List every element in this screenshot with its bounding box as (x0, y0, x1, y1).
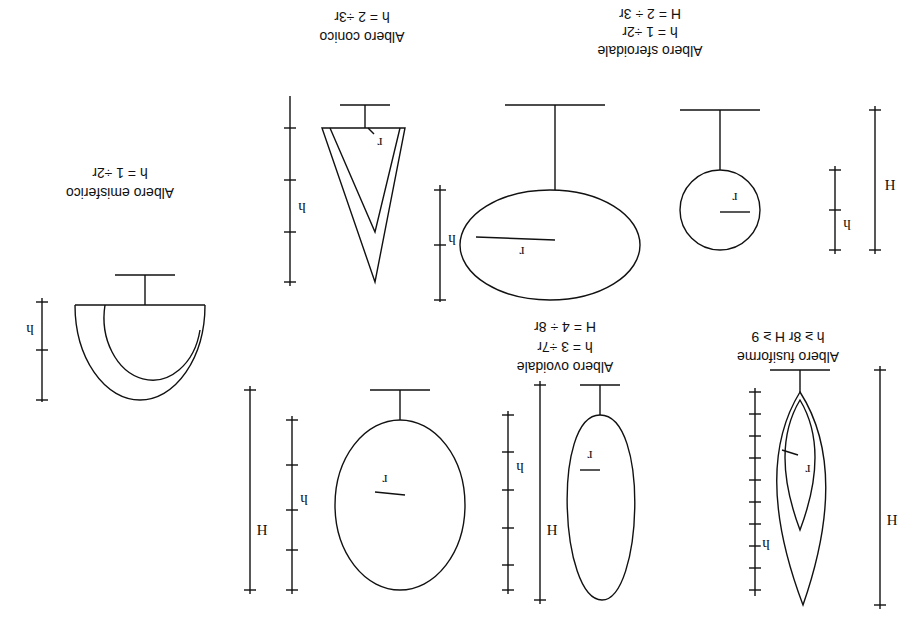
ratio-formula: h = 1 ÷2r (622, 23, 678, 38)
hemisphere-crown (36, 275, 205, 402)
dimension-label: H (886, 512, 899, 529)
ratio-formula: H = 4 ÷ 8r (534, 318, 596, 333)
fusiform-crown (749, 366, 886, 609)
type-caption: Albero emisferico (66, 184, 174, 199)
radius-label: r (587, 448, 594, 465)
radius-label: r (732, 190, 739, 207)
radius-label: r (519, 244, 526, 261)
dimension-label: H (256, 522, 269, 539)
ratio-formula: h = 3 ÷7r (537, 338, 593, 353)
scale-tick (749, 413, 761, 414)
radius-label: r (377, 135, 384, 152)
ratio-formula: h ≥ 8r H ≥ 9 (752, 328, 825, 343)
dimension-label: h (297, 200, 307, 217)
scale-tick (749, 523, 761, 524)
scale-tick (749, 567, 761, 568)
scale-tick (749, 501, 761, 502)
dimension-label: h (299, 492, 309, 509)
dimension-label: H (546, 522, 559, 539)
cone-crown (284, 96, 405, 286)
dimension-label: h (25, 322, 35, 339)
ovoid-crown (244, 381, 635, 604)
scale-tick (749, 391, 761, 392)
dimension-label: H (884, 177, 897, 194)
type-caption: Albero conico (320, 28, 405, 43)
radius-label: r (382, 472, 389, 489)
scale-tick (749, 479, 761, 480)
dimension-label: h (447, 232, 457, 249)
dimension-label: h (515, 460, 525, 477)
ratio-formula: h = 1 ÷2r (92, 164, 148, 179)
dimension-label: h (842, 217, 852, 234)
ratio-formula: H = 2 ÷ 3r (619, 5, 681, 20)
type-caption: Albero ovoidale (517, 358, 614, 373)
dimension-label: h (761, 537, 771, 554)
type-caption: Albero sferoidale (597, 42, 702, 57)
type-caption: Albero fusiforme (737, 348, 839, 363)
radius-label: r (805, 462, 812, 479)
ratio-formula: h = 2 ÷3r (334, 8, 390, 23)
scale-tick (749, 457, 761, 458)
spheroid-crown (434, 105, 881, 302)
scale-tick (749, 545, 761, 546)
scale-tick (749, 435, 761, 436)
scale-tick (749, 589, 761, 590)
